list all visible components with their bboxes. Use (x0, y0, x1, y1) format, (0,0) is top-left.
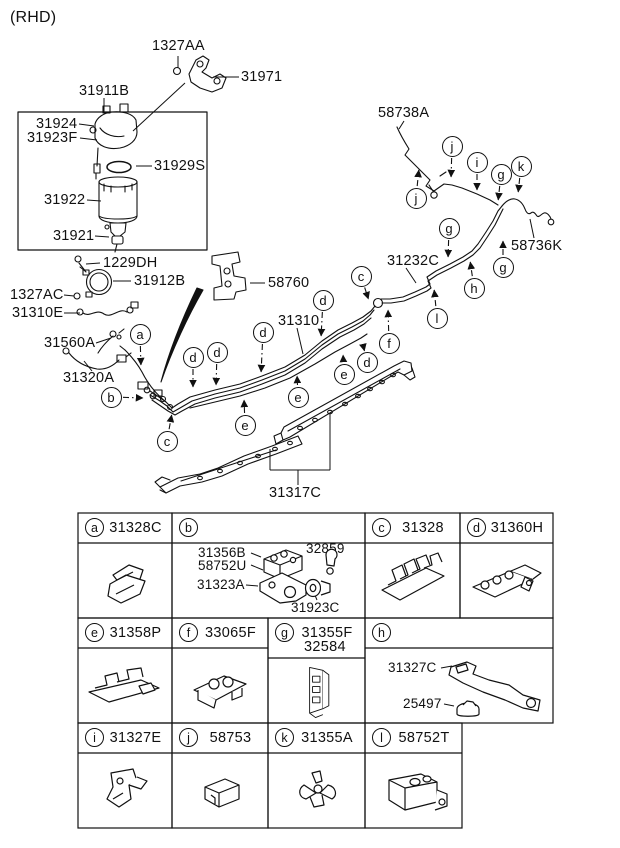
callout-d: d (252, 321, 274, 343)
part-label: 31356B (198, 545, 246, 560)
part-label: 58752U (198, 558, 247, 573)
clip-small-icon (93, 553, 157, 614)
part-label: 31310E (12, 305, 64, 321)
part-label: 31923C (291, 600, 340, 615)
part-number: 31355A (301, 729, 353, 746)
clip-tall-icon (297, 660, 337, 727)
part-number: 33065F (205, 624, 256, 641)
callout-e: e (333, 363, 355, 385)
callout-e: e (234, 414, 256, 436)
callout-d: d (206, 341, 228, 363)
part-label: 58738A (378, 105, 430, 121)
callout-g: g (438, 217, 460, 239)
callout-k: k (510, 155, 532, 177)
table-cell-header-e: e 31358P (85, 623, 167, 642)
part-number: 58752T (398, 729, 450, 746)
part-label: 31320A (63, 370, 115, 386)
cell-letter-badge: l (372, 728, 391, 747)
part-label: 31310 (278, 313, 320, 329)
cell-letter-badge: f (179, 623, 198, 642)
part-number-secondary: 32584 (304, 639, 346, 655)
table-cell-header-i: i 31327E (85, 728, 167, 747)
callout-g: g (492, 256, 514, 278)
part-number: 31360H (490, 519, 544, 536)
table-cell-header-k: k 31355A (275, 728, 360, 747)
cell-letter-badge: j (179, 728, 198, 747)
cell-letter-badge: d (467, 518, 486, 537)
table-cell-header-f: f 33065F (179, 623, 263, 642)
cell-letter-badge: e (85, 623, 104, 642)
part-number: 31327E (109, 729, 162, 746)
table-cell-header-a: a 31328C (85, 518, 167, 537)
callout-b: b (100, 386, 122, 408)
part-label: 31317C (269, 485, 321, 501)
table-cell-header-j: j 58753 (179, 728, 263, 747)
part-label: 31929S (154, 158, 206, 174)
part-label: 31327C (388, 660, 437, 675)
table-cell-header-g: g 31355F (275, 623, 360, 642)
cell-letter-badge: a (85, 518, 104, 537)
clip-bracket-icon (184, 656, 256, 721)
cell-letter-badge: k (275, 728, 294, 747)
clip-multi2-icon (467, 553, 547, 614)
part-label: 31923F (27, 130, 78, 146)
clip-flat-icon (83, 658, 167, 719)
part-label: 25497 (403, 696, 442, 711)
part-label: 1229DH (103, 255, 158, 271)
cell-letter-badge: b (179, 518, 198, 537)
variant-label: (RHD) (10, 9, 57, 26)
part-label: 31560A (44, 335, 96, 351)
callout-i: i (466, 151, 488, 173)
callout-c: c (156, 430, 178, 452)
part-label: 31922 (44, 192, 86, 208)
callout-d: d (312, 289, 334, 311)
part-number: 31328C (109, 519, 162, 536)
callout-h: h (463, 277, 485, 299)
part-label: 58760 (268, 275, 310, 291)
block-l-icon (377, 762, 451, 825)
callout-c: c (350, 265, 372, 287)
callout-l: l (426, 307, 448, 329)
table-cell-header-c: c 31328 (372, 518, 455, 537)
part-label: 1327AA (152, 38, 205, 54)
callout-j: j (405, 187, 427, 209)
table-cell-header-b: b (179, 518, 360, 537)
clip-multi-icon (374, 550, 452, 617)
table-cell-header-h: h (372, 623, 548, 642)
callout-e: e (287, 386, 309, 408)
callout-d: d (182, 346, 204, 368)
part-label: 58736K (511, 238, 563, 254)
part-label: 31921 (53, 228, 95, 244)
part-label: 31971 (241, 69, 283, 85)
part-number: 58753 (209, 729, 252, 746)
clip-i-icon (93, 759, 157, 828)
part-label: 31911B (79, 83, 130, 99)
cell-letter-badge: i (85, 728, 104, 747)
callout-f: f (378, 332, 400, 354)
cell-letter-badge: g (275, 623, 294, 642)
part-label: 31323A (197, 577, 245, 592)
part-number: 31328 (402, 519, 444, 536)
clip-k-icon (288, 763, 346, 824)
cell-letter-badge: c (372, 518, 391, 537)
callout-d: d (356, 351, 378, 373)
callout-j: j (441, 135, 463, 157)
part-label: 1327AC (10, 287, 64, 303)
part-number: 31355F (301, 624, 353, 641)
assembly-b-icon (250, 543, 365, 623)
clip-j-icon (191, 765, 249, 822)
callout-g: g (490, 163, 512, 185)
bracket-h-icon (443, 655, 551, 728)
callout-a: a (129, 323, 151, 345)
part-number: 31358P (109, 624, 162, 641)
table-cell-header-l: l 58752T (372, 728, 457, 747)
cell-letter-badge: h (372, 623, 391, 642)
part-label: 31232C (387, 253, 439, 269)
part-label: 31912B (134, 273, 186, 289)
part-label: 31924 (36, 116, 78, 132)
